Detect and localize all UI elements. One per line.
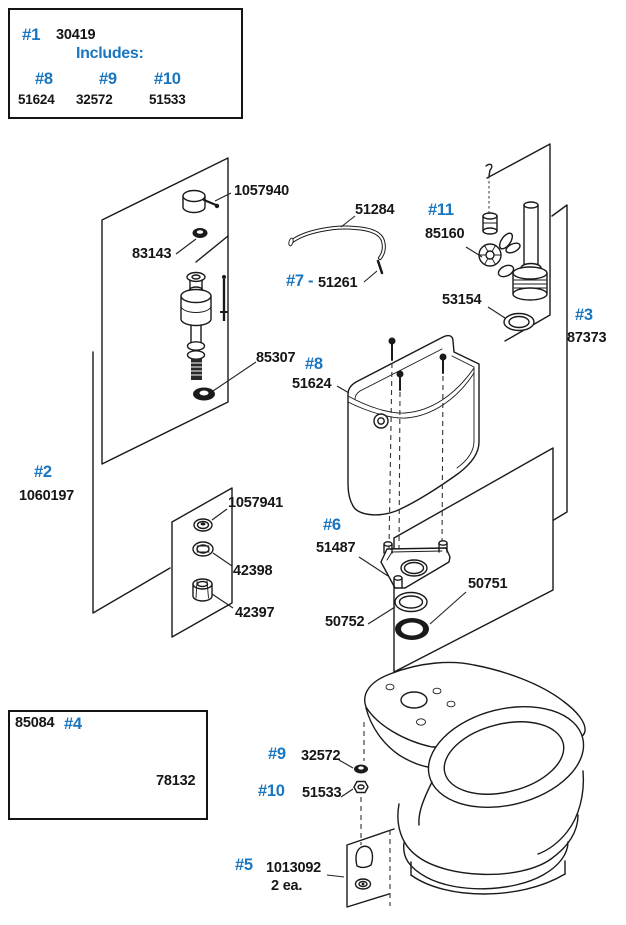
ring-lower-part-number: 50751 [468,576,508,592]
hose-part-number: 51284 [355,202,395,218]
bowl-bolt-parts [353,722,369,845]
cone-washer-drawing [193,518,213,532]
kit-ref: #1 [22,25,41,44]
panel-float [486,143,551,342]
valve-kit-ref: #2 [34,463,52,481]
bolt-washer-part-number: 32572 [301,748,341,764]
kit-contents-box: #1 30419 Includes: #8 #9 #10 51624 32572… [8,8,243,119]
trip-lever-box: 85084 #4 78132 [8,710,208,820]
kit-part-number: 30419 [56,27,96,43]
included-part-51624: 51624 [18,92,55,107]
tank-drawing [347,334,480,516]
gasket-ring-upper-drawing [394,591,428,613]
tank-ref: #8 [305,355,323,373]
bolt-caps-part-number: 1013092 [266,860,322,876]
panel-tank-gaskets [393,447,554,673]
flush-gasket-part-number: 53154 [442,292,482,308]
included-ref-10: #10 [154,70,181,88]
float-part-number: 85160 [425,226,465,242]
coupling-nut-part-number: 42397 [235,605,275,621]
valve-kit-part-number: 1060197 [19,488,75,504]
bolt-caps-ref: #5 [235,856,253,874]
panel-nuts [171,487,233,638]
flush-gasket-drawing [503,312,535,332]
ring-upper-part-number: 50752 [325,614,365,630]
flush-valve-part-number: 87373 [567,330,607,346]
grommet-drawing [192,228,208,238]
included-ref-8: #8 [35,70,53,88]
leader-lines [175,192,506,878]
flush-valve-drawing [497,201,548,301]
coupling-nut-drawing [192,578,213,602]
includes-label: Includes: [76,45,144,62]
fill-valve-drawing [180,271,228,401]
cone-washer-part-number: 1057941 [228,495,284,511]
lever-part-number: 85084 [15,715,55,731]
tank-bolts [388,337,447,391]
shank-washer-part-number: 85307 [256,350,296,366]
included-part-32572: 32572 [76,92,113,107]
hose-clip-drawing [376,259,384,275]
panel-flush-valve [551,204,568,522]
grommet-part-number: 83143 [132,246,172,262]
lever-nut-part-number: 78132 [156,773,196,789]
cap-drawing [182,189,220,214]
lever-ref: #4 [64,715,82,733]
refill-hose-drawing [288,225,386,260]
float-assembly-drawing [478,163,521,267]
flush-valve-ref: #3 [575,306,593,324]
clip-ref: #7 - [286,272,314,290]
tank-part-number: 51624 [292,376,332,392]
clip-part-number: 51261 [318,275,358,291]
lock-nut-part-number: 42398 [233,563,273,579]
bolt-cap-panel [346,828,395,908]
bolt-washer-ref: #9 [268,745,286,763]
cap-part-number: 1057940 [234,183,290,199]
triangle-gasket-drawing [380,540,451,589]
bolt-caps-quantity: 2 ea. [271,878,303,894]
bolt-alignment-lines [388,362,444,551]
included-part-51533: 51533 [149,92,186,107]
included-ref-9: #9 [99,70,117,88]
lock-nut-drawing [192,541,214,557]
tank-gasket-part-number: 51487 [316,540,356,556]
gasket-ring-lower-drawing [395,618,429,640]
bolt-nut-part-number: 51533 [302,785,342,801]
bowl-drawing [364,661,586,895]
tank-gasket-ref: #6 [323,516,341,534]
bolt-nut-ref: #10 [258,782,285,800]
float-ref: #11 [428,201,454,219]
